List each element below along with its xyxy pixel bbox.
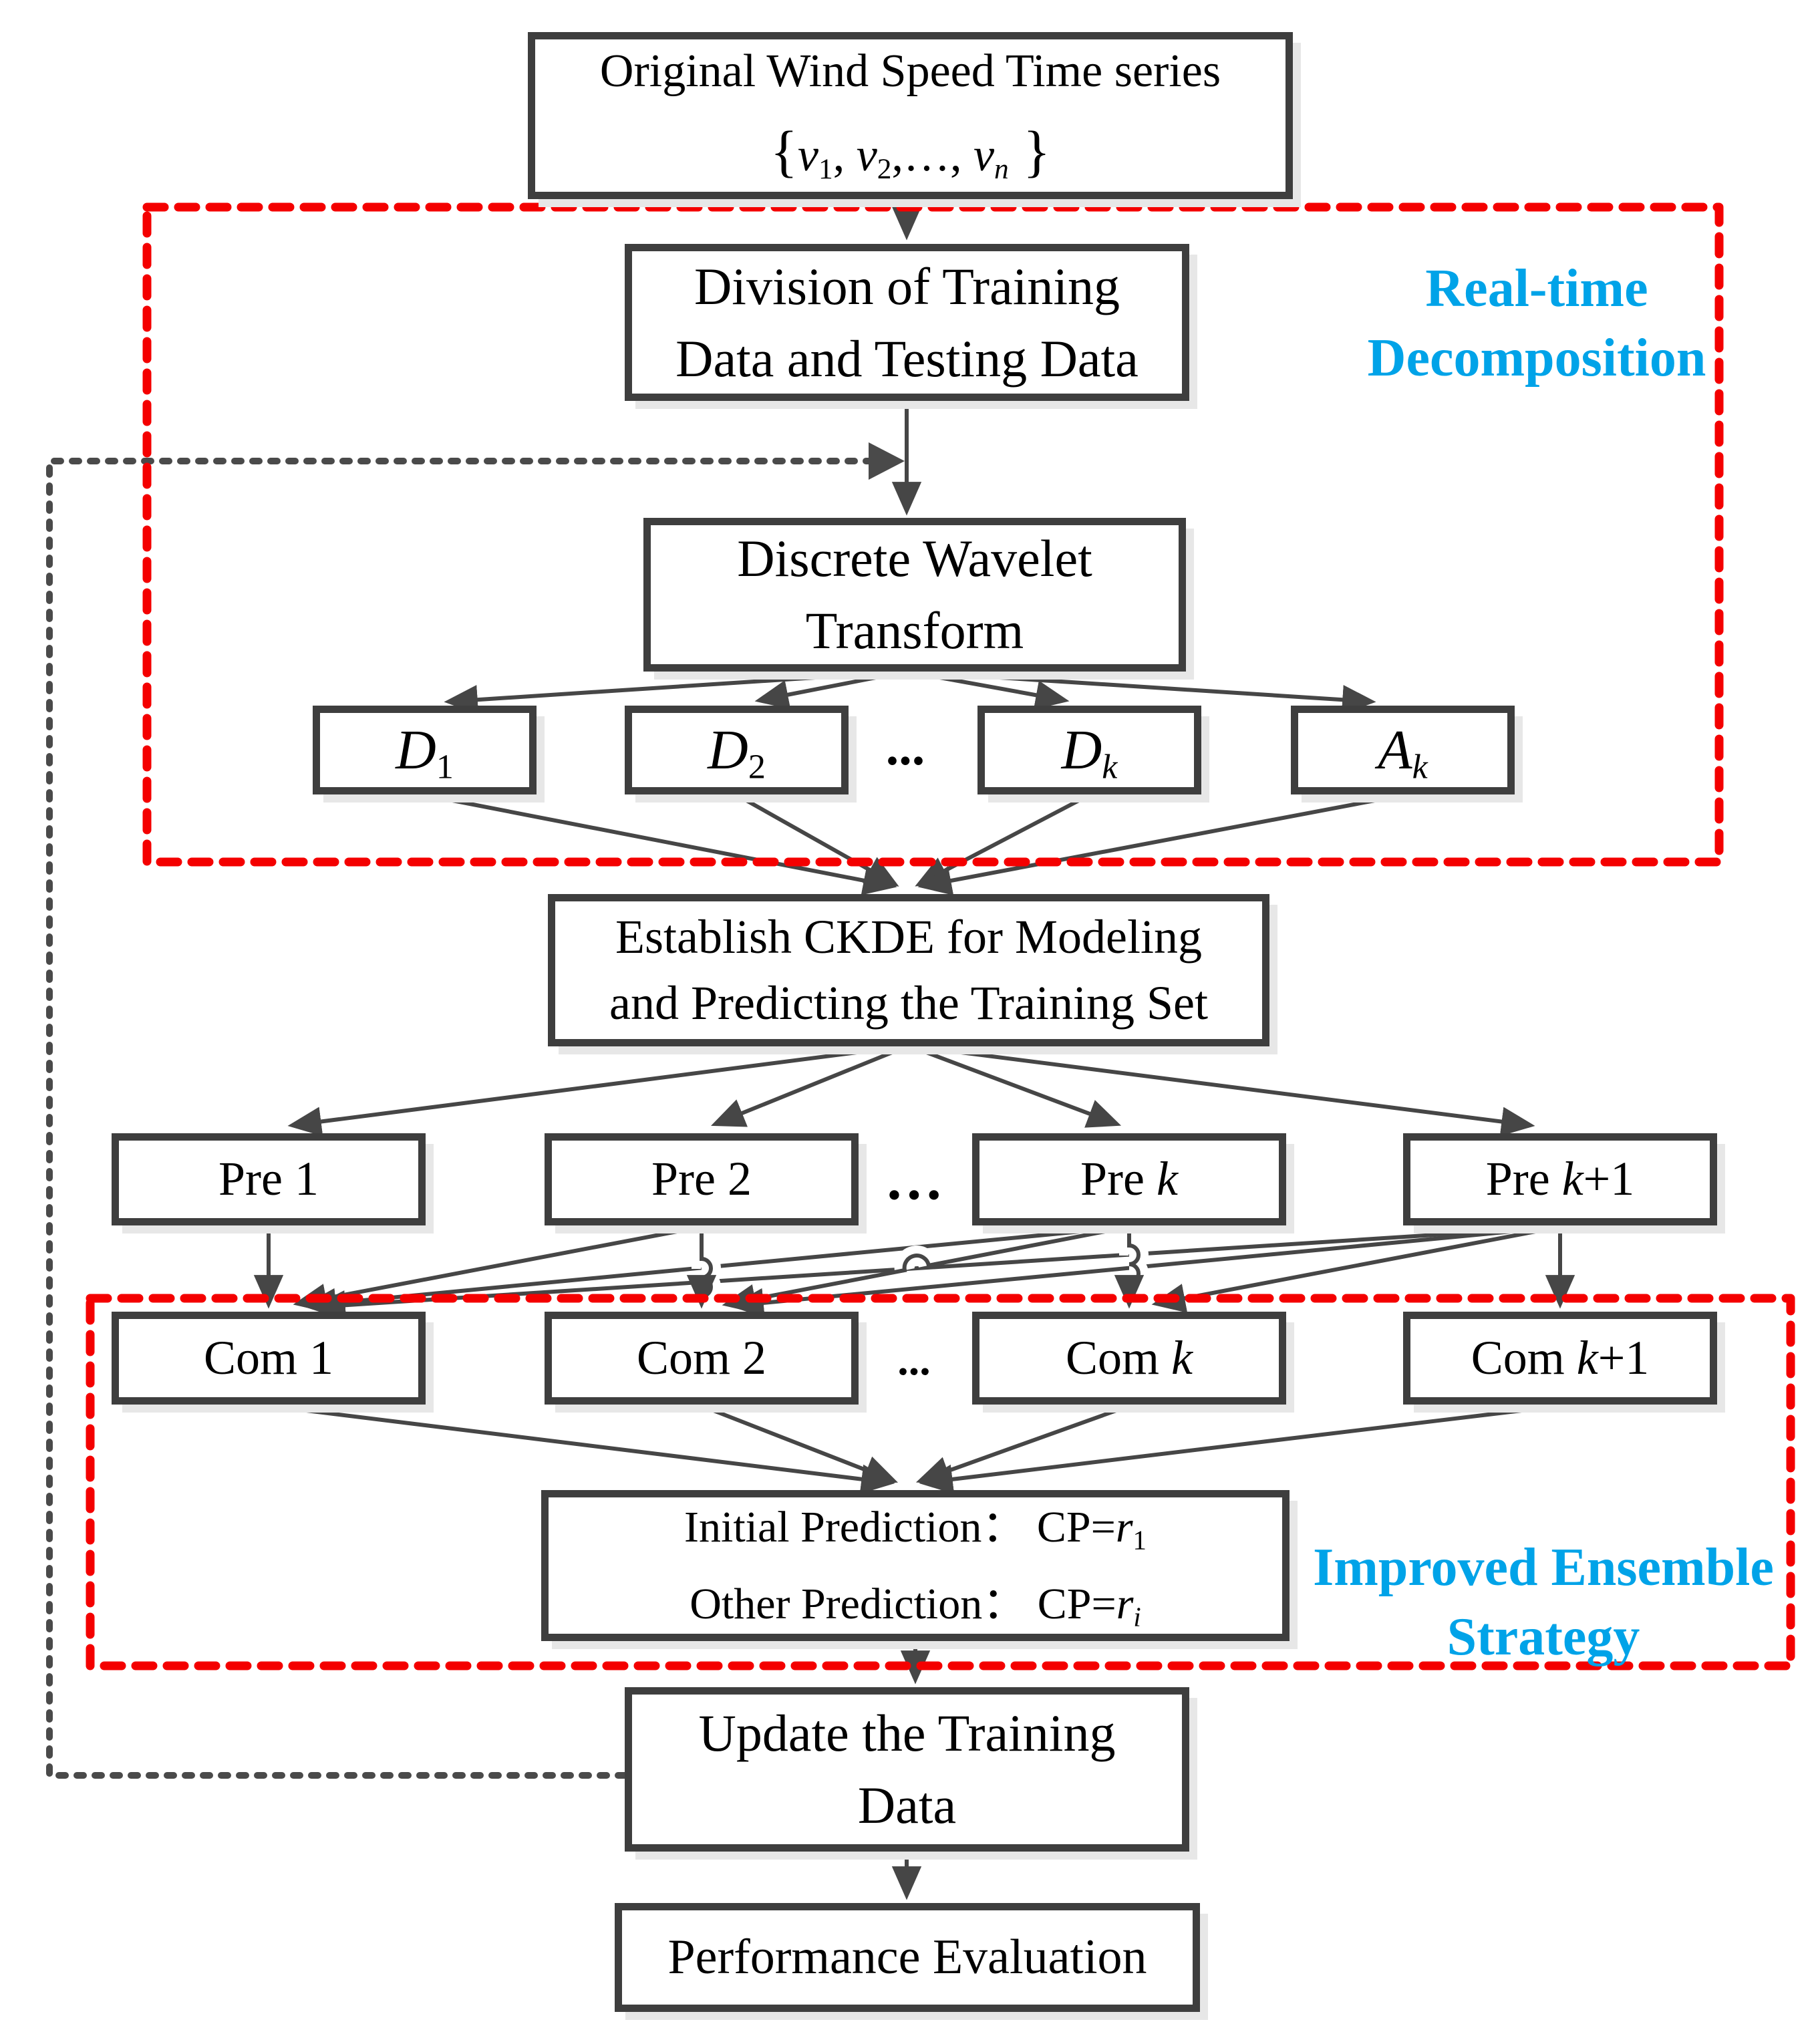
node-text: Data and Testing Data [675, 329, 1139, 388]
node-text: Establish CKDE for Modeling [615, 909, 1202, 964]
region-borders [86, 202, 1795, 1670]
d-row-ellipsis: ... [885, 718, 925, 776]
node-math-text: Pre k+1 [1485, 1152, 1635, 1206]
node-original-series: Original Wind Speed Time series {v1, v2,… [528, 32, 1293, 199]
com-row-ellipsis: ... [897, 1336, 931, 1384]
node-math-text: Com k [1066, 1330, 1193, 1384]
node-math-text: D1 [396, 718, 454, 786]
node-math-text: Ak [1378, 718, 1428, 786]
node-pre-2: Pre 2 [545, 1133, 859, 1225]
node-pre-k: Pre k [972, 1133, 1286, 1225]
node-text: Pre 1 [218, 1152, 319, 1206]
node-initial-prediction: Initial Prediction： CP=r1 Other Predicti… [541, 1490, 1290, 1641]
node-update-training: Update the Training Data [625, 1687, 1189, 1852]
node-math-text: Dk [1061, 718, 1118, 786]
node-text: Discrete Wavelet [737, 529, 1092, 588]
label-line: Real-time [1425, 259, 1648, 318]
node-text: Original Wind Speed Time series [599, 45, 1221, 97]
node-com-k1: Com k+1 [1403, 1312, 1717, 1405]
feedback-arrowhead [869, 442, 905, 480]
node-pre-k1: Pre k+1 [1403, 1133, 1717, 1225]
node-text: Com 2 [636, 1330, 767, 1384]
realtime-region-border [142, 202, 1724, 867]
node-performance-evaluation: Performance Evaluation [615, 1903, 1200, 2012]
node-text: Division of Training [694, 257, 1120, 315]
ensemble-region-border [86, 1294, 1795, 1670]
label-improved-ensemble-strategy: Improved Ensemble Strategy [1306, 1533, 1781, 1672]
node-text: Transform [805, 601, 1024, 660]
node-division: Division of Training Data and Testing Da… [625, 244, 1189, 401]
node-establish-ckde: Establish CKDE for Modeling and Predicti… [548, 894, 1269, 1046]
node-math-text: Initial Prediction： CP=r1 [684, 1502, 1147, 1555]
node-math-text: D2 [708, 718, 766, 786]
label-line: Improved Ensemble [1313, 1538, 1774, 1597]
node-d1: D1 [313, 706, 537, 794]
node-com-k: Com k [972, 1312, 1286, 1405]
node-dk: Dk [977, 706, 1201, 794]
label-line: Strategy [1447, 1608, 1640, 1666]
node-text: and Predicting the Training Set [609, 976, 1208, 1030]
node-text: Com 1 [203, 1330, 334, 1384]
node-com-2: Com 2 [545, 1312, 859, 1405]
feedback-loop [46, 442, 905, 1779]
node-ak: Ak [1291, 706, 1515, 794]
node-text: Performance Evaluation [667, 1930, 1147, 1985]
solid-connectors [253, 200, 1575, 1900]
node-math-text: Com k+1 [1471, 1330, 1650, 1384]
node-text: Data [857, 1776, 957, 1834]
node-dwt: Discrete Wavelet Transform [643, 518, 1186, 672]
pre-row-ellipsis: … [885, 1147, 943, 1213]
node-math-text: Other Prediction： CP=ri [690, 1580, 1141, 1632]
label-line: Decomposition [1367, 329, 1706, 388]
node-d2: D2 [625, 706, 849, 794]
node-math-text: Pre k [1080, 1152, 1178, 1206]
node-text: Pre 2 [651, 1152, 752, 1206]
node-text: Update the Training [698, 1704, 1116, 1763]
node-pre-1: Pre 1 [112, 1133, 426, 1225]
node-math-text: {v1, v2,…, vn } [770, 120, 1051, 186]
node-com-1: Com 1 [112, 1312, 426, 1405]
label-realtime-decomposition: Real-time Decomposition [1330, 254, 1744, 393]
